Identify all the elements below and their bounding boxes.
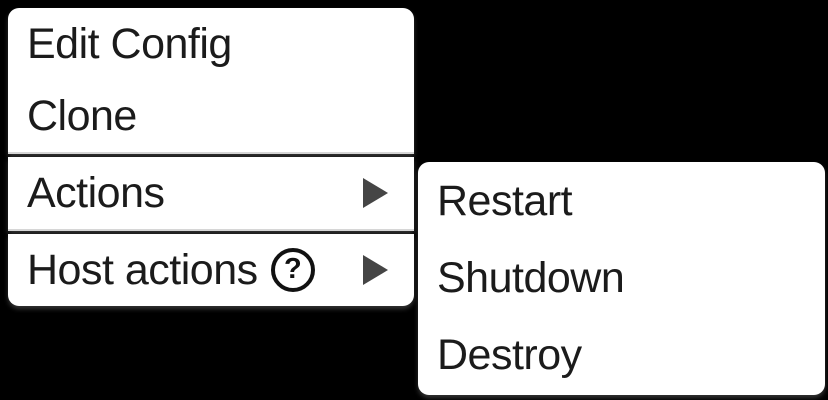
submenu-item-label: Destroy [437,331,582,379]
menu-section-actions: Actions [8,157,414,231]
menu-item-label: Host actions [27,245,258,294]
submenu-item-shutdown[interactable]: Shutdown [418,240,825,317]
submenu-item-label: Shutdown [437,254,625,302]
menu-item-edit-config[interactable]: Edit Config [8,8,414,80]
context-menu: Edit Config Clone Actions Host actions ? [8,8,414,306]
menu-item-clone[interactable]: Clone [8,80,414,152]
submenu-arrow-icon [363,178,388,208]
menu-item-label: Edit Config [27,19,232,68]
menu-item-label: Clone [27,91,137,140]
help-icon[interactable]: ? [270,248,315,292]
submenu-item-restart[interactable]: Restart [418,163,825,240]
submenu-arrow-icon [363,255,388,285]
menu-item-label: Actions [27,168,165,217]
actions-submenu: Restart Shutdown Destroy [418,162,825,395]
menu-section-general: Edit Config Clone [8,8,414,154]
submenu-item-label: Restart [437,177,573,225]
submenu-item-destroy[interactable]: Destroy [418,317,825,394]
menu-section-host-actions: Host actions ? [8,234,414,306]
menu-item-actions[interactable]: Actions [8,157,414,229]
menu-item-host-actions[interactable]: Host actions ? [8,234,414,306]
help-icon-glyph: ? [284,252,302,285]
